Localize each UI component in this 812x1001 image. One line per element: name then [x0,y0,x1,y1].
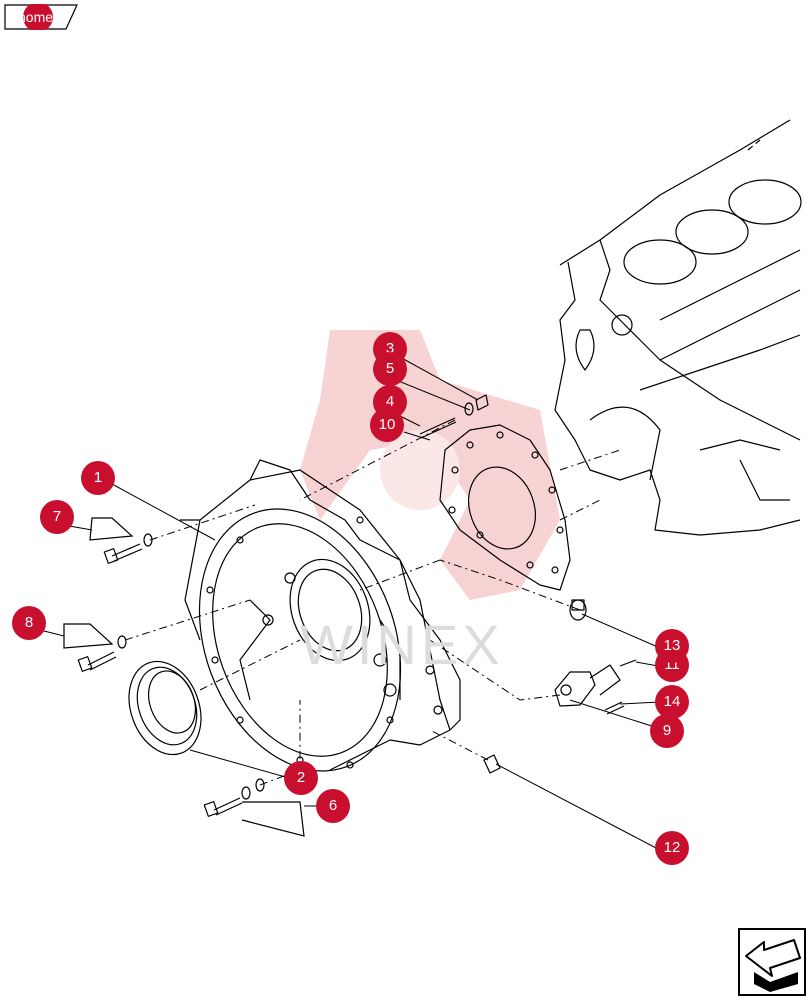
stud-10 [419,394,489,439]
callout-14[interactable]: 14 [655,685,689,719]
callout-8[interactable]: 8 [12,606,46,640]
flywheel-housing [180,459,461,772]
sensor-bracket [554,659,637,715]
bolt-6 [203,778,265,817]
bolt-8 [77,635,127,672]
gasket-plate [439,424,571,591]
callout-2[interactable]: 2 [284,761,318,795]
back-arrow-icon [738,928,806,996]
home-tab-shape [4,4,78,30]
plug-13 [569,599,587,621]
callout-12[interactable]: 12 [655,831,689,865]
bolt-7 [103,533,153,564]
callout-9[interactable]: 9 [650,714,684,748]
home-button[interactable]: home [4,4,78,30]
callout-10[interactable]: 10 [370,408,404,442]
callout-5[interactable]: 5 [373,352,407,386]
callout-6[interactable]: 6 [316,789,350,823]
oil-seal [128,660,202,756]
callout-7[interactable]: 7 [40,500,74,534]
pin-12 [483,754,501,774]
home-label: home [18,9,54,25]
back-button[interactable] [738,928,806,996]
callout-13[interactable]: 13 [655,629,689,663]
engine-block [554,119,802,536]
watermark-text: WINEX [300,613,504,676]
watermark-logo [300,330,560,600]
callout-1[interactable]: 1 [81,461,115,495]
